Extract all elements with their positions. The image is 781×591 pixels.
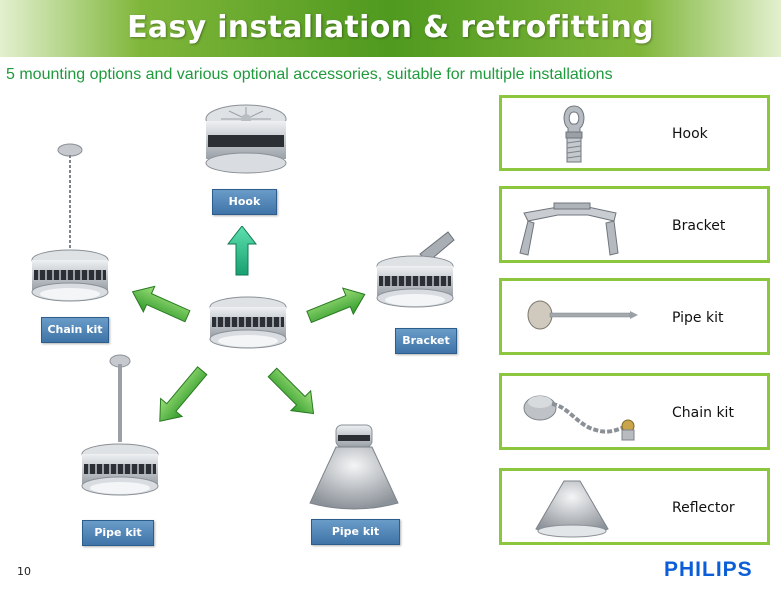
accessory-label-reflector: Reflector (672, 500, 735, 516)
arrow-up-icon (227, 226, 257, 276)
hook-icon (563, 105, 585, 163)
chain-kit-tag: Chain kit (41, 317, 109, 343)
accessory-box-hook: Hook (499, 95, 770, 171)
reflector-icon (535, 480, 609, 538)
hook-tag: Hook (212, 189, 277, 215)
reflector-lamp-icon (309, 424, 399, 510)
accessory-label-chain-kit: Chain kit (672, 405, 734, 421)
page-number: 10 (17, 565, 31, 578)
pipe-lamp-icon (81, 354, 159, 496)
bracket-tag: Bracket (395, 328, 457, 354)
accessory-box-chain-kit: Chain kit (499, 373, 770, 450)
center-lamp-icon (209, 296, 287, 349)
title-banner (0, 0, 781, 57)
bracket-lamp-icon (376, 231, 455, 308)
accessory-box-pipe-kit: Pipe kit (499, 278, 770, 355)
accessory-label-pipe-kit: Pipe kit (672, 310, 724, 326)
philips-logo: PHILIPS (664, 558, 753, 581)
page-title: Easy installation & retrofitting (127, 10, 654, 45)
accessory-label-bracket: Bracket (672, 218, 726, 234)
arrow-right-icon (306, 287, 366, 324)
chain-kit-icon (523, 395, 635, 441)
bracket-icon (519, 202, 619, 256)
pipe-kit-icon (527, 300, 638, 330)
arrow-down-left-icon (159, 366, 208, 422)
chain-lamp-icon (31, 143, 109, 302)
accessory-box-reflector: Reflector (499, 468, 770, 545)
page-subtitle: 5 mounting options and various optional … (6, 66, 613, 83)
hook-lamp-icon (205, 104, 287, 174)
pipe-kit-tag-right: Pipe kit (311, 519, 400, 545)
accessory-box-bracket: Bracket (499, 186, 770, 263)
pipe-kit-tag-left: Pipe kit (82, 520, 154, 546)
arrow-down-right-icon (267, 367, 315, 415)
accessory-label-hook: Hook (672, 126, 708, 142)
arrow-left-icon (131, 285, 191, 323)
